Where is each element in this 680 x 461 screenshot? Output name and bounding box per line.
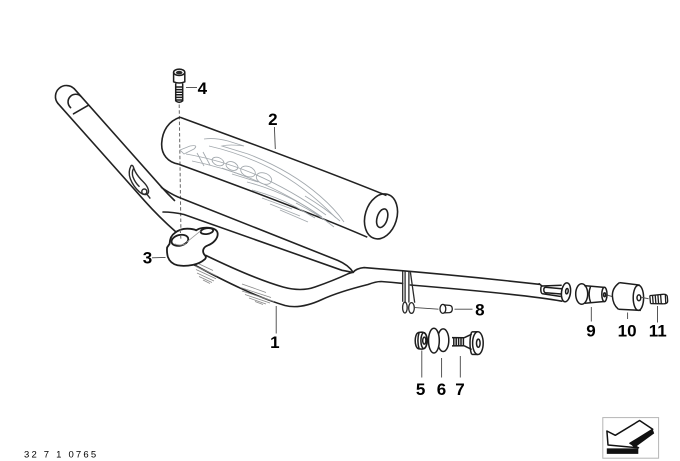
svg-text:9: 9 <box>586 322 595 341</box>
svg-text:32 7 1 0765: 32 7 1 0765 <box>24 450 98 461</box>
svg-text:4: 4 <box>198 79 208 98</box>
svg-text:2: 2 <box>268 110 277 129</box>
svg-text:5: 5 <box>416 380 425 399</box>
svg-text:1: 1 <box>270 333 279 352</box>
svg-text:6: 6 <box>437 380 446 399</box>
svg-text:11: 11 <box>649 322 667 341</box>
svg-text:10: 10 <box>618 322 637 341</box>
svg-text:7: 7 <box>455 380 464 399</box>
svg-text:8: 8 <box>475 300 484 319</box>
svg-text:3: 3 <box>143 249 152 268</box>
